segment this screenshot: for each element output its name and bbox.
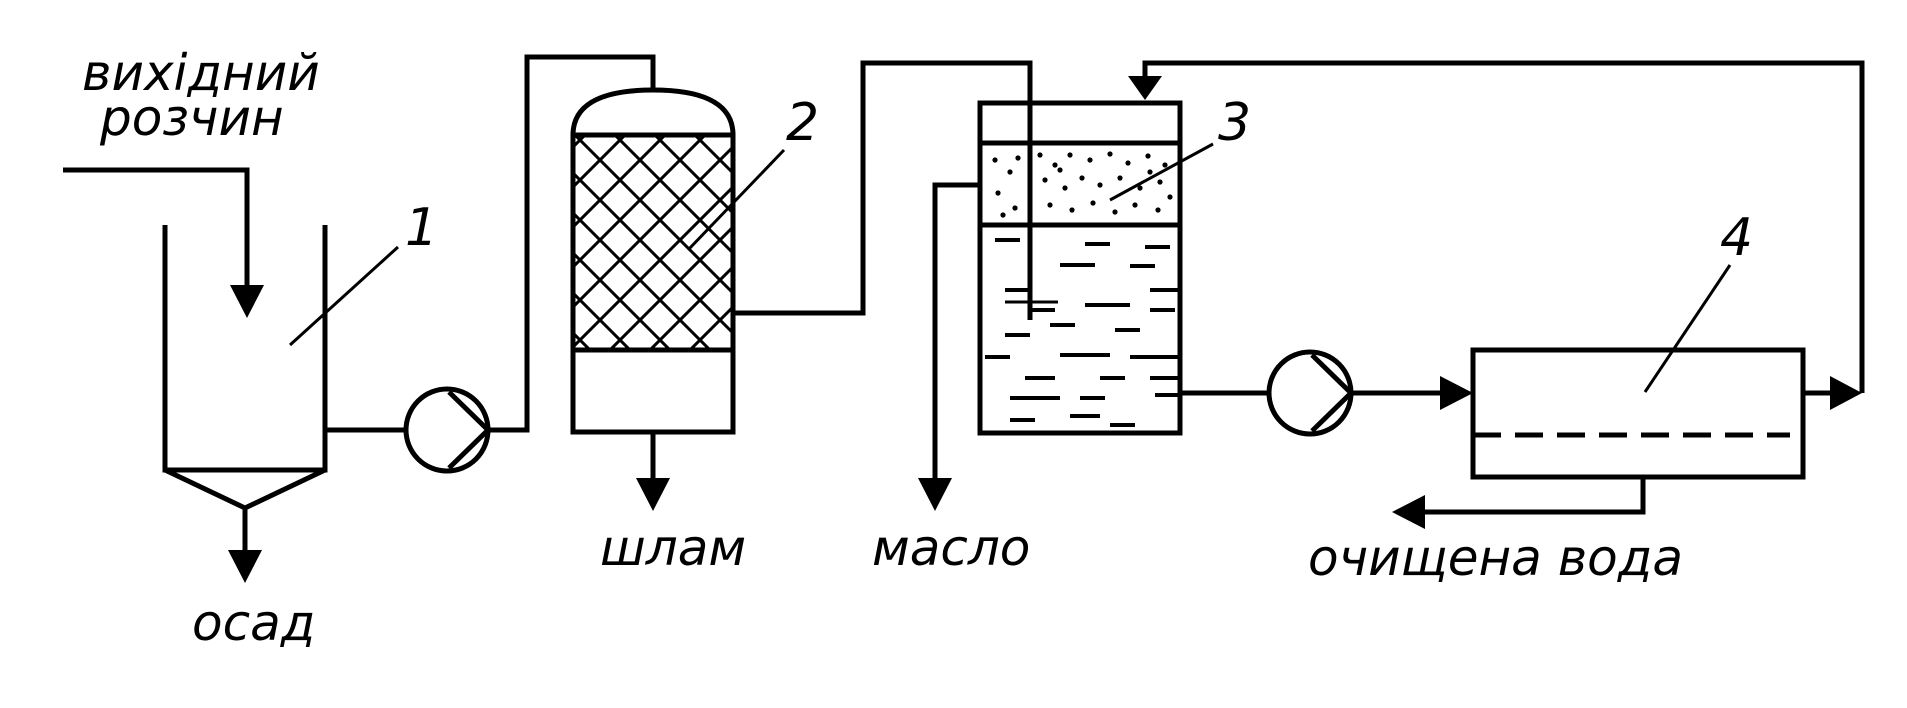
membrane-inlet-arrow: [1440, 376, 1473, 410]
label-input-line2: розчин: [99, 89, 284, 147]
membrane-4-body: [1470, 347, 1806, 480]
pump-2: [1266, 349, 1355, 437]
separator-3-water: [985, 238, 1180, 427]
label-oil: масло: [872, 519, 1030, 577]
leader-3: [1109, 142, 1214, 202]
filter-2-media: [570, 132, 736, 353]
leader-1: [288, 245, 400, 347]
unit-number-1: 1: [405, 198, 438, 258]
input-pipe: [63, 167, 250, 285]
pump-1: [403, 386, 492, 474]
treated-water-pipe: [1425, 477, 1646, 515]
input-arrow: [230, 285, 264, 318]
tank-1-cone: [163, 467, 327, 511]
label-sediment: осад: [192, 594, 315, 652]
separator-3-oil-layer: [992, 151, 1173, 218]
unit-number-4: 4: [1720, 208, 1753, 268]
filter-2-dome: [570, 87, 736, 136]
label-treated-water: очищена вода: [1308, 529, 1683, 587]
leader-2: [686, 148, 786, 252]
pipe-filter-separator: [733, 60, 1033, 320]
oil-pipe: [932, 182, 980, 478]
label-input-line1: вихідний: [82, 44, 320, 102]
separator-3-body: [977, 100, 1183, 436]
oil-arrow: [918, 478, 952, 511]
sludge-arrow: [636, 478, 670, 511]
leader-4: [1643, 264, 1732, 393]
pipe-pump1-filter: [488, 54, 656, 433]
treated-water-arrow: [1392, 495, 1425, 529]
unit-number-3: 3: [1218, 93, 1251, 153]
recycle-arrow: [1128, 76, 1162, 100]
sediment-arrow: [228, 550, 262, 583]
unit-number-2: 2: [786, 93, 819, 153]
concentrate-arrow: [1830, 376, 1862, 410]
recycle-pipe: [1142, 60, 1865, 393]
tank-1-body: [162, 225, 328, 473]
label-sludge: шлам: [600, 519, 746, 577]
